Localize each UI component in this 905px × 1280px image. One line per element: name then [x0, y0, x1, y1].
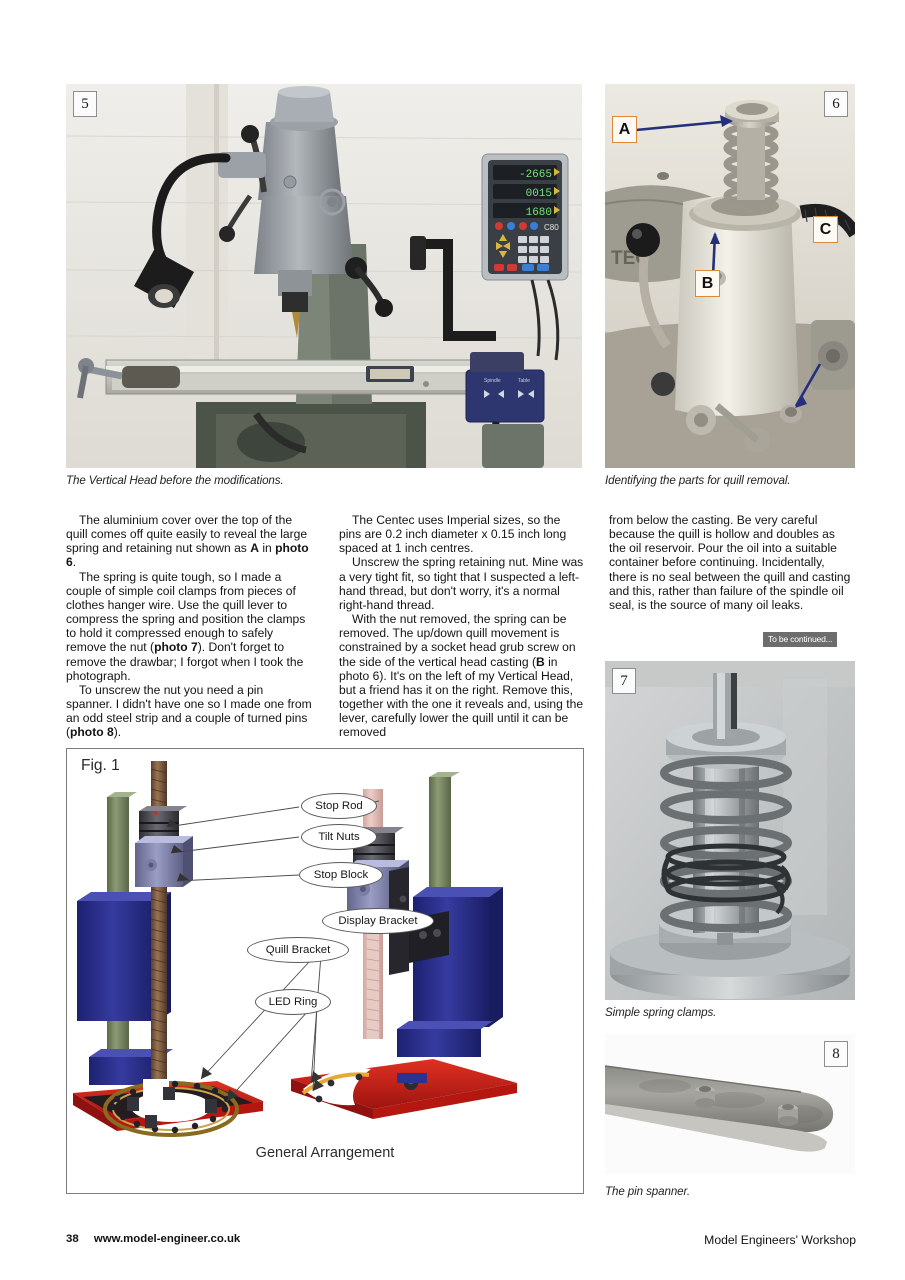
page-footer: 38 www.model-engineer.co.uk Model Engine… [66, 1233, 856, 1253]
callout-stop-rod: Stop Rod [301, 793, 377, 819]
svg-text:Table: Table [518, 378, 530, 384]
callout-display-bracket: Display Bracket [322, 908, 434, 934]
page-number: 38 [66, 1233, 79, 1245]
photo-7-caption: Simple spring clamps. [605, 1006, 717, 1019]
callout-stop-block: Stop Block [299, 862, 383, 888]
to-be-continued-badge: To be continued... [763, 632, 838, 647]
article-column-1: The aluminium cover over the top of the … [66, 513, 312, 740]
paragraph: To unscrew the nut you need a pin spanne… [66, 682, 312, 740]
photo-6: TEC [605, 84, 855, 468]
paragraph: The spring is quite tough, so I made a c… [66, 569, 306, 683]
article-column-3: from below the casting. Be very careful … [609, 513, 855, 612]
publication-name: Model Engineers' Workshop [704, 1233, 856, 1247]
dro-axis-1-value: -2665 [519, 169, 552, 181]
svg-text:Spindle: Spindle [484, 378, 501, 384]
paragraph: The Centec uses Imperial sizes, so the p… [339, 513, 567, 556]
paragraph: from below the casting. Be very careful … [609, 513, 851, 612]
callout-quill-bracket: Quill Bracket [247, 937, 349, 963]
figure-1-label: Fig. 1 [81, 757, 120, 774]
photo-7-number-badge: 7 [612, 668, 636, 694]
photo-7: 7 [605, 661, 855, 1000]
right-assembly [291, 772, 517, 1119]
photo-8: 8 [605, 1034, 855, 1174]
article-column-2: The Centec uses Imperial sizes, so the p… [339, 513, 585, 740]
figure-1-title: General Arrangement [255, 1145, 395, 1161]
photo-5: -2665 0015 1680 C80 [66, 84, 582, 468]
paragraph: Unscrew the spring retaining nut. Mine w… [339, 555, 584, 612]
callout-led-ring: LED Ring [255, 989, 331, 1015]
annotation-b-box: B [695, 270, 720, 297]
website-url: www.model-engineer.co.uk [93, 1233, 241, 1245]
paragraph: The aluminium cover over the top of the … [66, 513, 309, 570]
photo-5-number-badge: 5 [73, 91, 97, 117]
paragraph: With the nut removed, the spring can be … [339, 612, 584, 740]
dro-axis-2-value: 0015 [526, 188, 552, 200]
left-assembly [73, 761, 263, 1137]
callout-tilt-nuts: Tilt Nuts [301, 824, 377, 850]
photo-5-caption: The Vertical Head before the modificatio… [66, 474, 284, 487]
annotation-a-box: A [612, 116, 637, 143]
photo-8-number-badge: 8 [824, 1041, 848, 1067]
photo-8-caption: The pin spanner. [605, 1185, 690, 1198]
annotation-c-box: C [813, 216, 838, 243]
photo-6-number-badge: 6 [824, 91, 848, 117]
figure-1-panel: Fig. 1 [66, 748, 584, 1194]
dro-model-label: C80 [544, 223, 559, 232]
photo-6-caption: Identifying the parts for quill removal. [605, 474, 791, 487]
dro-axis-3-value: 1680 [526, 207, 552, 219]
